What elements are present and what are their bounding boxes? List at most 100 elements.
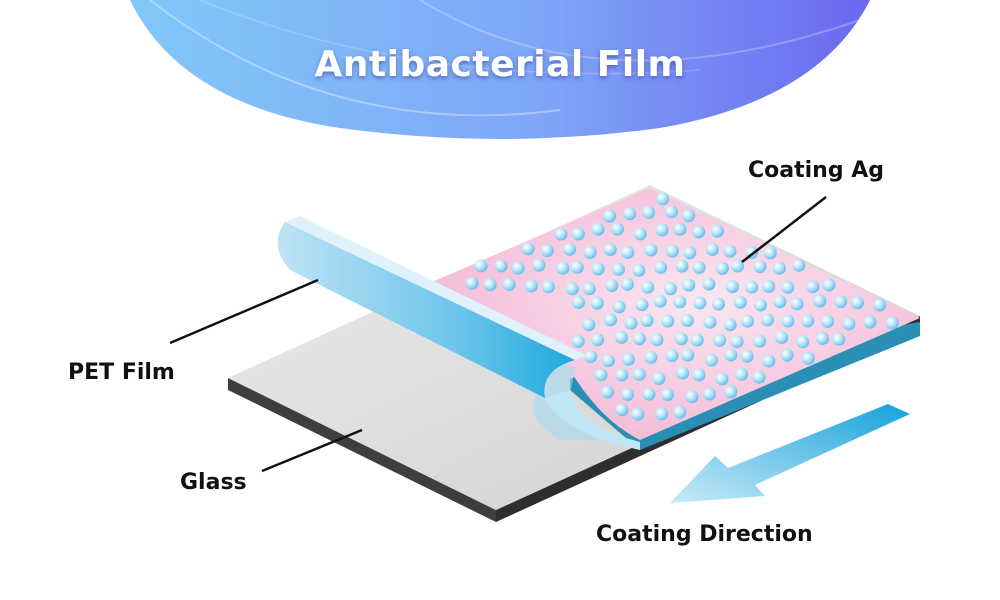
- ag-particle: [724, 385, 738, 399]
- ag-particle: [745, 280, 759, 294]
- ag-particle: [582, 318, 596, 332]
- ag-particle: [474, 259, 488, 273]
- ag-particle: [665, 205, 678, 219]
- ag-particle: [730, 335, 744, 349]
- ag-particle: [673, 222, 687, 236]
- ag-particle: [842, 317, 856, 331]
- ag-particle: [713, 333, 727, 347]
- ag-particle: [524, 279, 538, 293]
- ag-particle: [822, 278, 836, 292]
- ag-particle: [665, 244, 679, 258]
- label-coating-ag: Coating Ag: [748, 158, 885, 183]
- ag-particle: [762, 280, 776, 293]
- ag-particle: [644, 350, 658, 364]
- ag-particle: [724, 348, 738, 362]
- ag-particle: [611, 262, 625, 276]
- ag-particle: [635, 298, 649, 312]
- ag-particle: [556, 261, 570, 275]
- label-glass: Glass: [180, 470, 247, 495]
- label-pet-film: PET Film: [68, 360, 175, 385]
- ag-particle: [781, 280, 795, 294]
- ag-particle: [656, 192, 670, 206]
- ag-particle: [683, 246, 697, 260]
- ag-particle: [623, 207, 637, 221]
- ag-particle: [541, 280, 555, 294]
- ag-particle: [753, 334, 767, 348]
- ag-particle: [813, 294, 827, 308]
- ag-particle: [705, 243, 719, 256]
- ag-particle: [676, 366, 690, 380]
- ag-particle: [494, 259, 508, 273]
- ag-particle: [712, 297, 725, 311]
- ag-particle: [603, 243, 617, 256]
- ag-particle: [685, 390, 699, 404]
- ag-particle: [591, 262, 605, 276]
- ag-particle: [693, 296, 707, 310]
- ag-particle: [692, 368, 706, 382]
- ag-particle: [612, 300, 626, 314]
- ag-particle: [675, 259, 689, 273]
- ag-particle: [615, 330, 628, 344]
- ag-particle: [754, 298, 767, 312]
- ag-particle: [735, 367, 749, 381]
- ag-particle: [661, 388, 674, 402]
- ag-particle: [792, 258, 806, 272]
- ag-particle: [772, 261, 786, 275]
- ag-particle: [702, 277, 716, 291]
- ag-particles: [465, 192, 899, 421]
- ag-particle: [692, 261, 706, 274]
- ag-particle: [590, 296, 604, 310]
- ag-particle: [621, 245, 635, 259]
- ag-particle: [655, 223, 669, 237]
- ag-particle: [640, 314, 654, 327]
- ag-particle: [761, 313, 774, 327]
- ag-particle: [723, 244, 737, 258]
- ag-particle: [682, 209, 696, 223]
- ag-particle: [796, 335, 810, 349]
- ag-particle: [816, 331, 830, 345]
- ag-particle: [631, 407, 645, 421]
- ag-particle: [502, 277, 516, 291]
- ag-particle: [615, 368, 629, 382]
- pet-film: [277, 216, 640, 450]
- ag-particle: [664, 282, 677, 296]
- ag-particle: [650, 333, 664, 347]
- ag-particle: [710, 224, 724, 238]
- ag-particle: [605, 279, 619, 292]
- ag-particle: [644, 243, 658, 257]
- ag-particle: [582, 282, 596, 296]
- ag-particle: [806, 280, 820, 294]
- ag-particle: [554, 227, 568, 241]
- ag-particle: [863, 315, 877, 329]
- page-title: Antibacterial Film: [314, 44, 686, 85]
- ag-particle: [624, 316, 638, 330]
- ag-particle: [621, 277, 634, 291]
- ag-particle: [661, 314, 675, 328]
- ag-particle: [654, 260, 668, 274]
- ag-particle: [752, 370, 766, 384]
- ag-particle: [681, 348, 695, 362]
- ag-particle: [584, 350, 598, 363]
- ag-particle: [682, 278, 696, 292]
- ag-particle: [726, 280, 739, 294]
- ag-particle: [753, 260, 767, 273]
- ag-particle: [673, 405, 687, 419]
- label-coating-direction: Coating Direction: [596, 522, 813, 547]
- ag-particle: [775, 331, 789, 344]
- ag-particle: [703, 315, 717, 329]
- ag-particle: [511, 261, 525, 275]
- ag-particle: [781, 314, 795, 328]
- ag-particle: [611, 222, 624, 236]
- ag-particle: [632, 332, 646, 346]
- ag-particle: [594, 368, 608, 382]
- ag-particle: [583, 245, 597, 259]
- ag-particle: [763, 246, 777, 260]
- ag-particle: [570, 260, 584, 274]
- ag-particle: [673, 295, 687, 309]
- ag-particle: [832, 332, 846, 346]
- ag-particle: [532, 258, 546, 272]
- ag-particle: [665, 349, 679, 363]
- ag-particle: [641, 280, 655, 294]
- ag-particle: [565, 282, 579, 296]
- ag-particle: [731, 259, 744, 273]
